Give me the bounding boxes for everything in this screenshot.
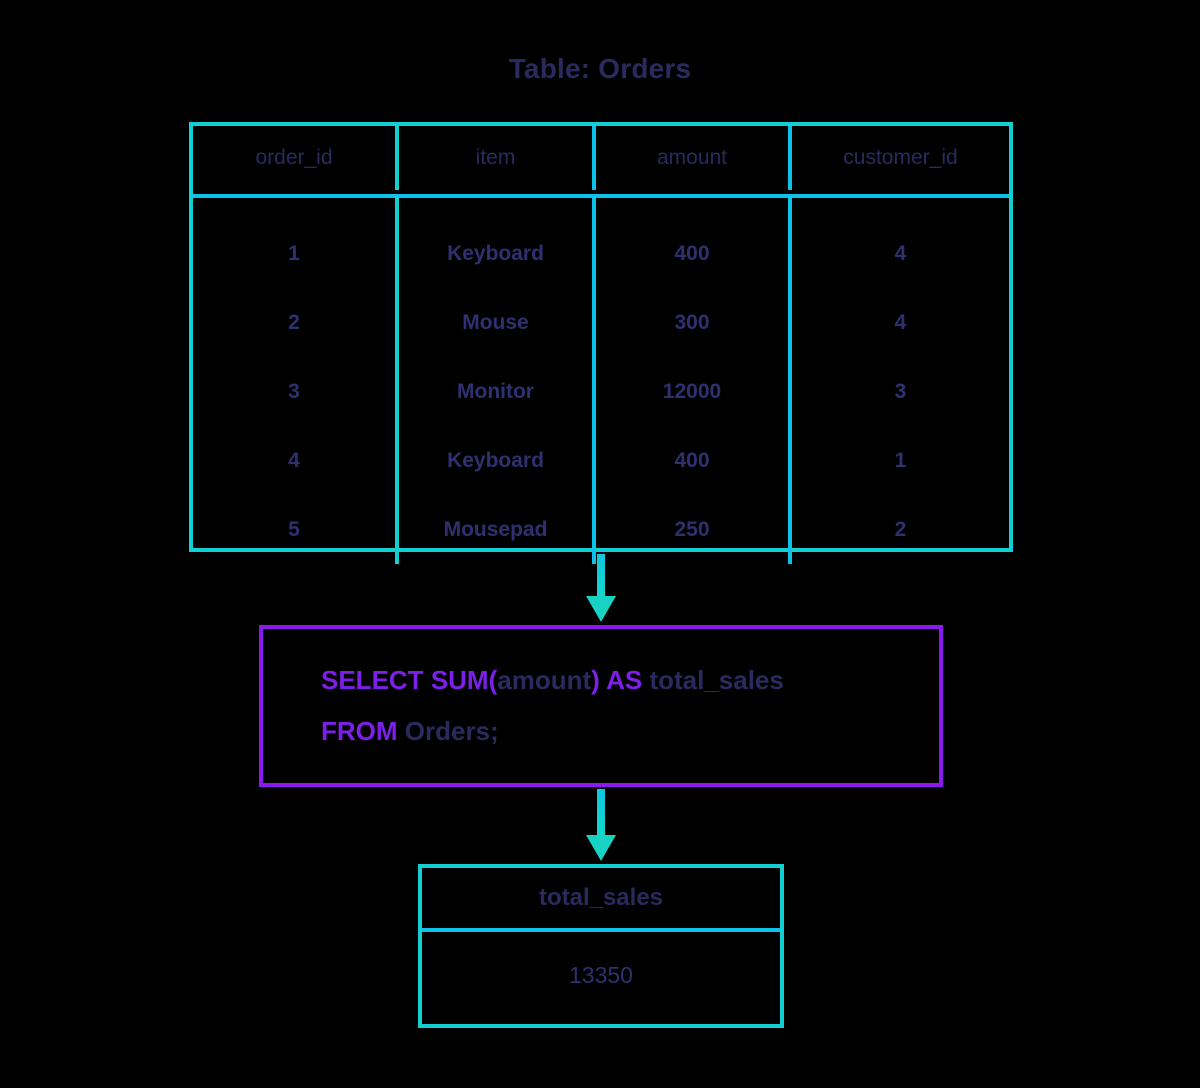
table-cell: 2	[288, 310, 300, 334]
table-cell: 12000	[662, 379, 722, 403]
sql-paren-close: )	[591, 665, 600, 695]
spacer	[596, 198, 788, 219]
sql-identifier-total-sales: total_sales	[649, 665, 784, 695]
table-column-customer-id: 4 4 3 1 2	[788, 198, 1009, 564]
sql-keyword-from: FROM	[321, 716, 398, 746]
table-cell: 4	[288, 448, 300, 472]
table-cell: 4	[894, 241, 907, 265]
arrow-down-icon-table-to-query	[586, 554, 616, 622]
sql-identifier-orders: Orders;	[404, 716, 499, 746]
column-header-amount: amount	[592, 126, 788, 190]
spacer	[193, 198, 395, 219]
spacer	[792, 198, 1009, 219]
arrow-shaft	[597, 789, 605, 837]
table-cell: Monitor	[457, 379, 534, 403]
sql-space	[424, 665, 431, 695]
column-header-order-id: order_id	[255, 146, 333, 169]
column-header-customer-id: customer_id	[788, 126, 1009, 190]
column-header-item: item	[395, 126, 592, 190]
arrow-down-icon-query-to-result	[586, 789, 616, 863]
table-cell: 3	[288, 379, 300, 403]
result-cell-value: 13350	[569, 961, 633, 988]
sql-keyword-as: AS	[606, 665, 643, 695]
table-cell: 300	[674, 310, 710, 334]
result-column-header: total_sales	[422, 868, 780, 932]
table-cell: 400	[674, 241, 710, 265]
page-title: Table: Orders	[508, 53, 692, 84]
spacer	[399, 198, 592, 219]
arrow-head	[586, 835, 616, 861]
result-table: total_sales 13350	[418, 864, 784, 1028]
table-cell: Keyboard	[447, 241, 544, 265]
table-cell: Keyboard	[447, 448, 544, 472]
orders-table: order_id item amount customer_id 1 2 3 4…	[189, 122, 1013, 564]
arrow-head	[586, 596, 616, 622]
sql-keyword-sum: SUM(	[430, 665, 498, 695]
table-cell: 2	[894, 517, 907, 541]
table-cell: 4	[894, 310, 907, 334]
table-cell: 400	[674, 448, 710, 472]
table-cell: 5	[288, 517, 300, 541]
sql-line-1: SELECT SUM(amount) AS total_sales	[321, 655, 939, 706]
table-cell: 250	[674, 517, 710, 541]
arrow-shaft	[597, 554, 605, 598]
table-cell: 3	[894, 379, 907, 403]
sql-keyword-select: SELECT	[321, 665, 424, 695]
table-header-row: order_id item amount customer_id	[193, 126, 1009, 198]
table-cell: Mouse	[462, 310, 529, 334]
table-cell: 1	[288, 241, 300, 265]
table-body: 1 2 3 4 5 Keyboard Mouse Monitor Keyboar…	[193, 198, 1009, 564]
sql-space	[398, 716, 405, 746]
table-column-item: Keyboard Mouse Monitor Keyboard Mousepad	[395, 198, 592, 564]
sql-identifier-amount: amount	[497, 665, 592, 695]
table-cell: Mousepad	[443, 517, 548, 541]
sql-query-box: SELECT SUM(amount) AS total_sales FROM O…	[259, 625, 943, 787]
table-column-amount: 400 300 12000 400 250	[592, 198, 788, 564]
sql-line-2: FROM Orders;	[321, 706, 939, 757]
table-column-order-id: 1 2 3 4 5	[193, 198, 395, 564]
table-cell: 1	[894, 448, 907, 472]
